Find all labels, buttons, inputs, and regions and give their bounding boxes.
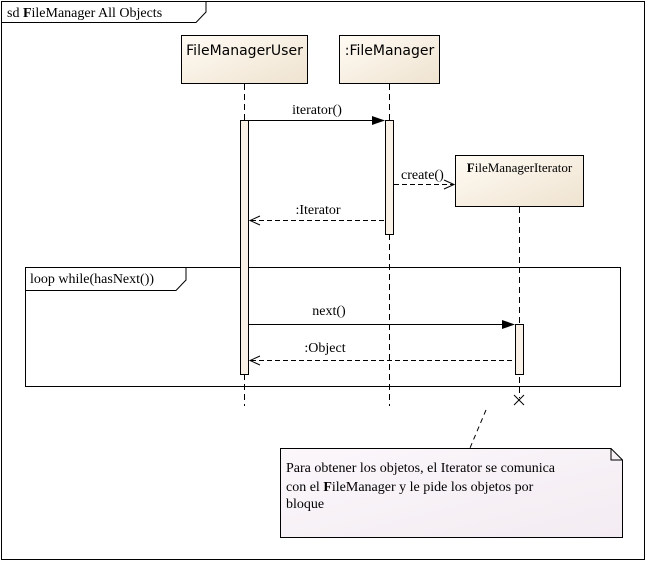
loop-label-tab xyxy=(25,267,187,291)
lifeline-box xyxy=(455,155,584,207)
message-label: next() xyxy=(312,304,346,319)
note-box xyxy=(280,448,623,538)
lifeline-filemanageriterator: FileManagerIterator xyxy=(455,155,584,406)
lifeline-box xyxy=(181,35,308,84)
note-line-2: con el FileManager y le pide los objetos… xyxy=(286,480,534,495)
message-object-return: :Object xyxy=(248,341,515,366)
note-anchor-line xyxy=(469,409,487,449)
note-fold xyxy=(610,448,623,461)
message-create: create() xyxy=(394,168,456,190)
frame-title: sd FileManager All Objects xyxy=(7,6,162,21)
loop-label: loop while(hasNext()) xyxy=(30,272,154,287)
message-iterator: iterator() xyxy=(249,103,385,125)
message-label: iterator() xyxy=(292,103,342,118)
message-label: :Object xyxy=(304,341,345,356)
destroy-mark xyxy=(513,394,525,406)
loop-fragment: loop while(hasNext()) xyxy=(25,267,621,387)
lifeline-box xyxy=(339,35,440,84)
lifeline-label: FileManagerIterator xyxy=(467,160,573,175)
message-iterator-return: :Iterator xyxy=(248,203,385,226)
note-line-1: Para obtener los objetos, el Iterator se… xyxy=(286,461,556,476)
note-line-3: bloque xyxy=(286,497,324,512)
activation-bar-user xyxy=(240,120,249,375)
lifeline-label: :FileManager xyxy=(345,43,435,59)
message-next: next() xyxy=(249,304,515,329)
frame-title-tab xyxy=(1,1,207,23)
activation-bar-iterator xyxy=(515,324,524,375)
note: Para obtener los objetos, el Iterator se… xyxy=(280,409,623,538)
lifeline-filemanageruser: FileManagerUser xyxy=(181,35,308,406)
loop-frame xyxy=(25,267,621,387)
lifeline-label: FileManagerUser xyxy=(186,43,303,59)
message-label: create() xyxy=(401,168,444,183)
activation-bar-filemanager xyxy=(385,120,394,235)
message-label: :Iterator xyxy=(295,203,340,218)
